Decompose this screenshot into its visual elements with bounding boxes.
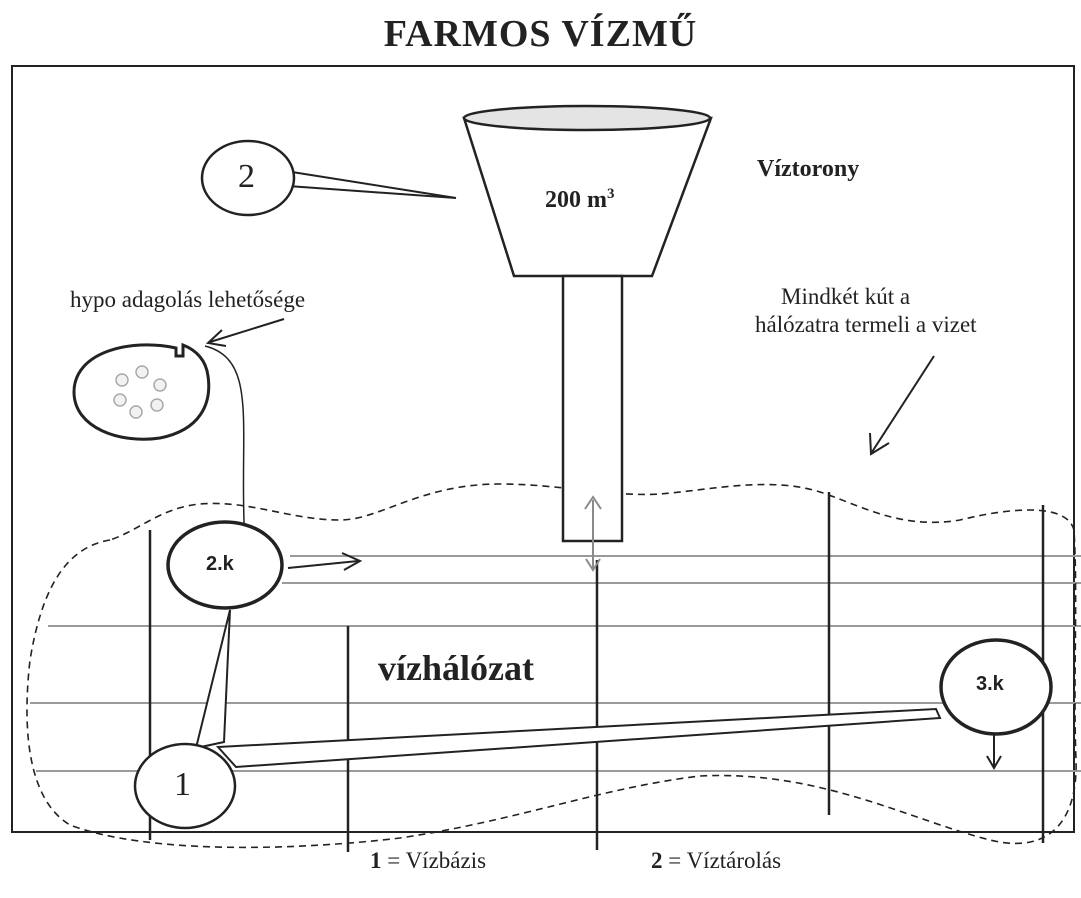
legend-key: 2: [651, 848, 663, 873]
diagram-frame: [11, 65, 1075, 833]
tower-volume: 200 m3: [545, 186, 615, 214]
well-callout-number: 1: [174, 766, 191, 803]
well-2k: [166, 520, 363, 610]
legend-separator: =: [662, 848, 687, 873]
water-tower: [462, 104, 713, 543]
tower-label: Víztorony: [757, 156, 860, 182]
callout-2: [200, 139, 457, 217]
tower-volume-value: 200 m: [545, 187, 607, 213]
wells-annotation-line2: hálózatra termeli a vizet: [755, 312, 977, 337]
wells-annotation-line1: Mindkét kút a: [781, 284, 911, 309]
callout-1: [133, 609, 942, 830]
network-grid-vertical: [148, 492, 1045, 852]
legend-separator: =: [381, 848, 406, 873]
legend-text: Vízbázis: [405, 848, 487, 873]
well-3k: [939, 638, 1053, 770]
tower-callout-number: 2: [238, 158, 255, 195]
well-3k-label: 3.k: [976, 673, 1004, 695]
well-2k-label: 2.k: [206, 553, 234, 575]
hypo-pump: [72, 342, 211, 441]
diagram-title: FARMOS VÍZMŰ: [383, 13, 698, 55]
legend-key: 1: [370, 848, 382, 873]
tower-volume-exponent: 3: [607, 186, 615, 202]
legend-item-1: 1 = Vízbázis: [370, 848, 486, 874]
legend-item-2: 2 = Víztárolás: [651, 848, 781, 874]
legend-text: Víztárolás: [686, 848, 782, 873]
network-boundary: [26, 483, 1077, 849]
network-label: vízhálózat: [378, 648, 534, 688]
wells-annotation-arrow: [869, 355, 935, 456]
tower-flow-arrow: [584, 495, 602, 572]
hypo-annotation: hypo adagolás lehetősége: [70, 287, 306, 312]
hypo-label-arrow: [205, 318, 285, 347]
hypo-dosing-line: [204, 345, 246, 546]
